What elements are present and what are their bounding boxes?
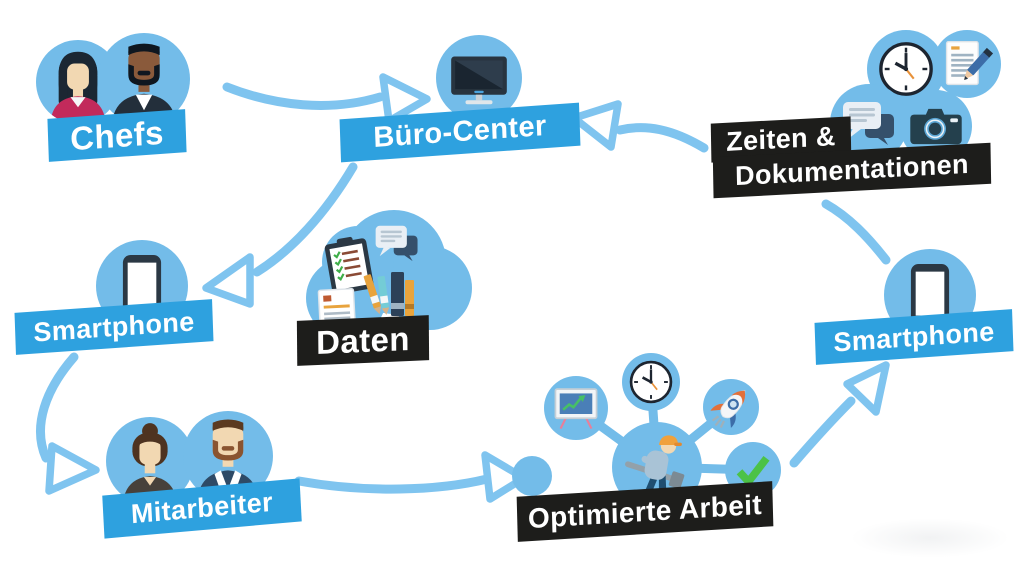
optimierte-arbeit-label: Optimierte Arbeit <box>527 488 763 534</box>
clipboard-checklist-icon <box>321 232 376 297</box>
arrow-chefs-to-buero-center <box>222 73 431 125</box>
optimierte-blob-circle <box>512 456 552 496</box>
daten-label: Daten <box>316 319 410 361</box>
rocket-icon <box>703 379 759 435</box>
male-boss-icon <box>98 33 190 125</box>
note-with-pencil-icon <box>933 30 1001 98</box>
clock-icon <box>622 353 680 411</box>
desktop-monitor-icon <box>436 35 522 121</box>
daten-banner: Daten <box>296 315 430 366</box>
arrow-zeiten-to-buero-center <box>570 100 709 153</box>
arrow-mitarbeiter-to-optimierte-arbeit <box>294 451 528 503</box>
buero-center-label: Büro-Center <box>372 109 548 155</box>
arrow-smartphone-left-to-mitarbeiter <box>36 352 100 495</box>
zeiten-label-line2: Dokumentationen <box>734 148 970 192</box>
line-smartphone-right-to-zeiten <box>821 199 891 265</box>
chefs-label: Chefs <box>69 113 165 157</box>
chat-bubbles-icon <box>374 224 420 264</box>
arrow-optimierte-arbeit-to-smartphone-right <box>789 361 890 468</box>
mitarbeiter-label: Mitarbeiter <box>130 486 274 530</box>
smartphone-right-label: Smartphone <box>832 315 996 358</box>
arrow-buero-center-to-smartphone-left <box>202 162 358 308</box>
chart-presentation-icon <box>544 376 608 440</box>
smartphone-left-label: Smartphone <box>32 305 196 348</box>
books-and-pencils-icon <box>362 270 414 316</box>
background-shadow <box>850 518 1010 558</box>
